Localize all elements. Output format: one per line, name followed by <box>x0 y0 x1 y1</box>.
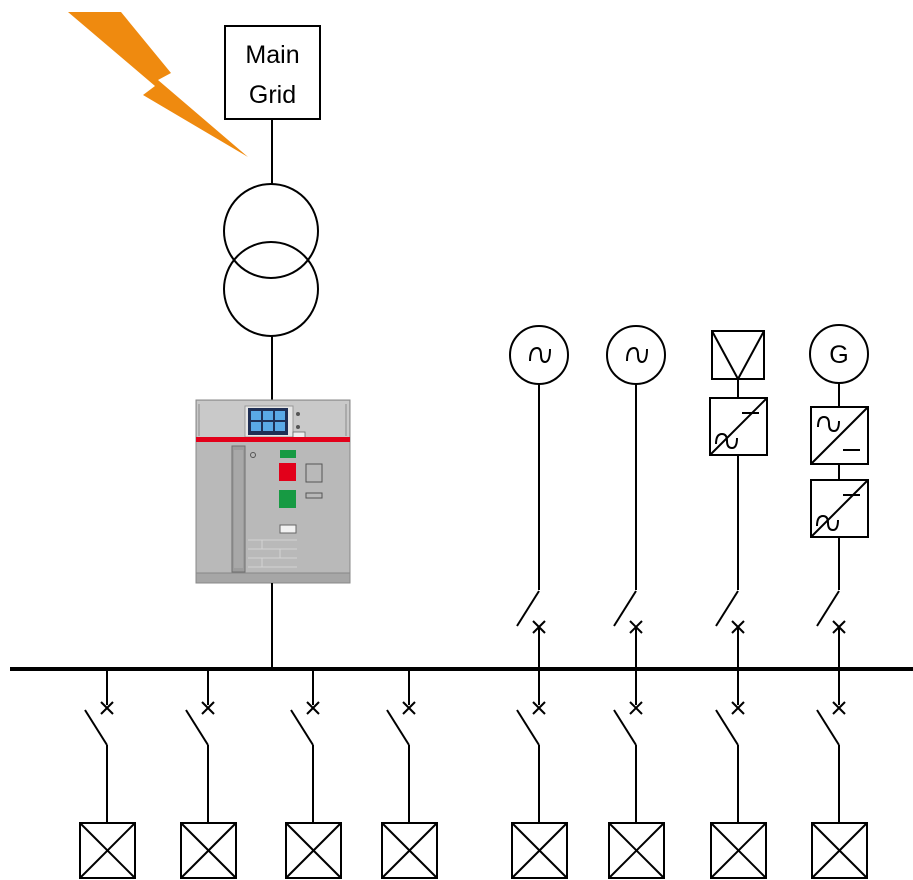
breaker-green-button <box>279 490 296 508</box>
disconnector-switch-icon <box>816 709 840 746</box>
load-icon <box>285 822 342 879</box>
source-feeder-3 <box>715 455 745 669</box>
breaker-red-button <box>279 463 296 481</box>
load-feeder <box>79 669 136 879</box>
main-grid-label-line1: Main <box>245 41 299 69</box>
disconnector-switch-icon <box>613 709 637 746</box>
source-feeder-2 <box>613 384 643 669</box>
ac-source-icon <box>606 325 666 385</box>
dc-ac-converter-icon <box>709 397 768 456</box>
ac-dc-converter-icon <box>810 406 869 465</box>
load-feeder <box>285 669 342 879</box>
disconnector-switch-icon <box>185 709 209 746</box>
load-feeder <box>381 669 438 879</box>
air-circuit-breaker-icon <box>195 399 351 584</box>
generator-icon: G <box>809 324 869 384</box>
load-feeder <box>710 669 767 879</box>
disconnector-switch-icon <box>386 709 410 746</box>
pv-panel-icon <box>711 330 765 380</box>
disconnector-switch-icon <box>516 709 540 746</box>
load-feeder <box>608 669 665 879</box>
load-feeder <box>811 669 868 879</box>
source-feeder-4 <box>816 537 846 669</box>
main-grid-box: Main Grid <box>224 25 321 120</box>
lightning-bolt-icon <box>68 12 248 157</box>
load-feeder <box>180 669 237 879</box>
main-grid-label-line2: Grid <box>249 81 296 109</box>
source-feeder-1 <box>516 384 546 669</box>
load-icon <box>180 822 237 879</box>
load-icon <box>381 822 438 879</box>
disconnector-switch-icon <box>84 709 108 746</box>
load-icon <box>608 822 665 879</box>
dc-ac-converter-icon <box>810 479 869 538</box>
load-icon <box>710 822 767 879</box>
load-feeders <box>79 669 868 879</box>
transformer-icon <box>223 183 319 337</box>
load-icon <box>79 822 136 879</box>
breaker-red-band <box>196 437 350 442</box>
generator-label: G <box>829 341 848 369</box>
disconnector-switch-icon <box>290 709 314 746</box>
disconnector-switch-icon <box>715 709 739 746</box>
load-icon <box>511 822 568 879</box>
ac-source-icon <box>509 325 569 385</box>
load-icon <box>811 822 868 879</box>
load-feeder <box>511 669 568 879</box>
